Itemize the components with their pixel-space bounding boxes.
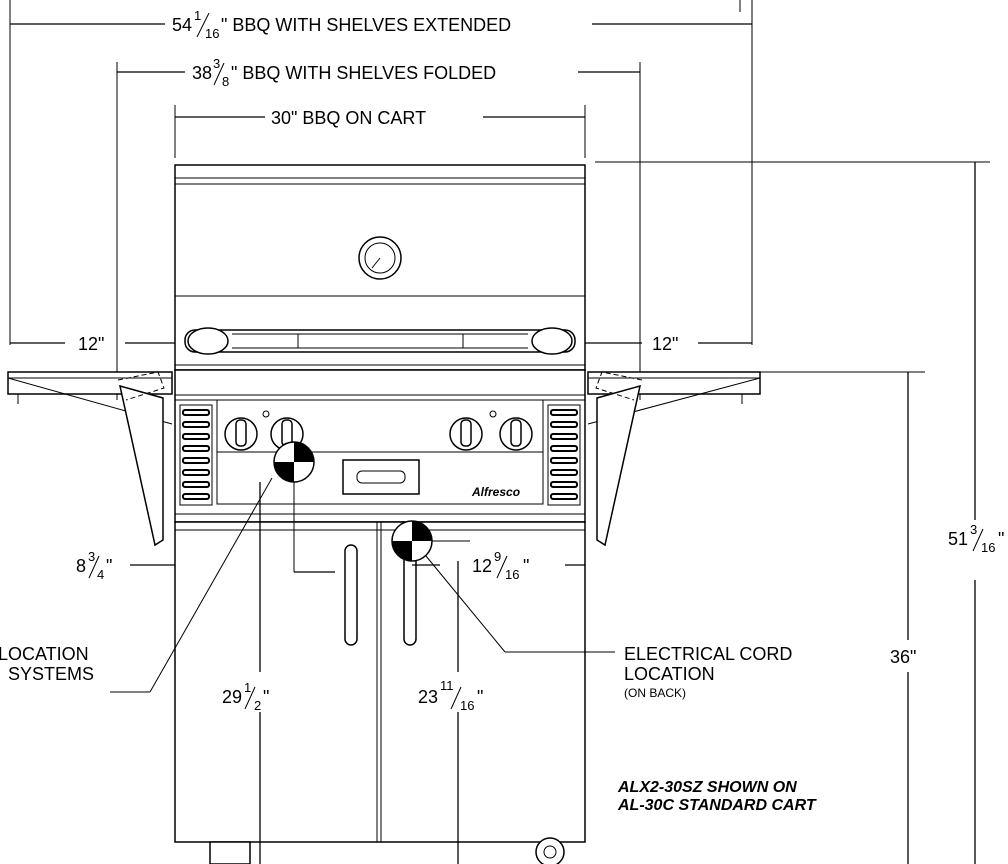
dim-cord-height-num: 11 xyxy=(440,678,454,693)
dim-total-height-den: 16 xyxy=(981,540,995,555)
dim-cord-offset-den: 16 xyxy=(505,567,519,582)
dim-cord-offset: 12 9 16 " xyxy=(412,540,586,582)
dim-cart-height-label: 36" xyxy=(890,647,916,667)
dim-cord-height-whole: 23 xyxy=(418,687,438,707)
knob-1 xyxy=(224,410,270,451)
dim-cart: 30" BBQ ON CART xyxy=(174,105,586,158)
cord-location-marker: ELECTRICAL CORD LOCATION (ON BACK) xyxy=(391,520,792,700)
dim-cord-height-den: 16 xyxy=(460,698,474,713)
vent-right xyxy=(547,404,581,506)
cord-callout-line2: LOCATION xyxy=(624,664,715,684)
model-note-line1: ALX2-30SZ SHOWN ON xyxy=(617,779,797,796)
dim-folded-num: 3 xyxy=(213,56,220,71)
dim-gas-offset: 8 3 4 " xyxy=(76,549,175,582)
dim-folded-den: 8 xyxy=(222,74,229,89)
dim-gas-offset-suffix: " xyxy=(106,556,112,576)
dim-shelf-right-label: 12" xyxy=(652,334,678,354)
grill-hood xyxy=(174,164,586,371)
dim-extended: 54 1 16 " BBQ WITH SHELVES EXTENDED xyxy=(9,0,753,345)
dim-total-height-whole: 51 xyxy=(948,529,968,549)
brand-logo: Alfresco xyxy=(471,485,520,499)
knob-3 xyxy=(449,410,497,451)
dim-total-height-suffix: " xyxy=(998,529,1004,549)
dim-cord-height: 23 11 16 " xyxy=(418,561,483,864)
dim-gas-offset-den: 4 xyxy=(97,567,104,582)
dim-shelf-left: 12" xyxy=(10,334,175,354)
dim-extended-whole: 54 xyxy=(172,15,192,35)
dim-cord-offset-suffix: " xyxy=(523,556,529,576)
dim-total-height-num: 3 xyxy=(970,522,977,537)
cart xyxy=(174,521,586,864)
dim-cord-offset-whole: 12 xyxy=(472,556,492,576)
dim-extended-label: " BBQ WITH SHELVES EXTENDED xyxy=(221,15,511,35)
dim-shelf-right: 12" xyxy=(585,334,752,354)
dim-cord-offset-num: 9 xyxy=(494,549,501,564)
dim-extended-den: 16 xyxy=(205,26,219,41)
dim-gas-height-whole: 29 xyxy=(222,687,242,707)
hood-handle xyxy=(184,329,576,353)
dim-gas-height-suffix: " xyxy=(263,687,269,707)
dim-folded-label: " BBQ WITH SHELVES FOLDED xyxy=(231,63,496,83)
dim-gas-offset-num: 3 xyxy=(88,549,95,564)
cord-callout-line1: ELECTRICAL CORD xyxy=(624,644,792,664)
dim-folded: 38 3 8 " BBQ WITH SHELVES FOLDED xyxy=(116,56,641,400)
model-note-line2: AL-30C STANDARD CART xyxy=(617,797,817,814)
dim-gas-height-num: 1 xyxy=(244,680,251,695)
gas-callout-line2: SYSTEMS xyxy=(8,664,94,684)
dim-cord-height-suffix: " xyxy=(477,687,483,707)
dim-shelf-left-label: 12" xyxy=(78,334,104,354)
door-handle-left xyxy=(344,544,358,646)
knob-4 xyxy=(499,417,533,451)
control-panel: Alfresco xyxy=(174,369,586,523)
gas-location-marker: LOCATION SYSTEMS xyxy=(0,441,335,693)
dim-total-height: 51 3 16 " xyxy=(595,161,1004,864)
dim-cart-height: 36" xyxy=(760,371,925,864)
model-note: ALX2-30SZ SHOWN ON AL-30C STANDARD CART xyxy=(617,779,817,814)
dim-gas-offset-whole: 8 xyxy=(76,556,86,576)
cord-callout-line3: (ON BACK) xyxy=(624,686,686,700)
dim-extended-num: 1 xyxy=(194,8,201,23)
dim-cart-label: 30" BBQ ON CART xyxy=(271,108,426,128)
side-shelf-right xyxy=(587,371,761,547)
dim-folded-whole: 38 xyxy=(192,63,212,83)
side-shelf-left xyxy=(7,371,173,547)
caster-wheel xyxy=(535,837,565,864)
dim-gas-height-den: 2 xyxy=(254,698,261,713)
gas-callout-line1: LOCATION xyxy=(0,644,89,664)
vent-left xyxy=(179,404,213,506)
drip-tray xyxy=(342,459,420,495)
dim-gas-height: 29 1 2 " xyxy=(222,482,269,864)
